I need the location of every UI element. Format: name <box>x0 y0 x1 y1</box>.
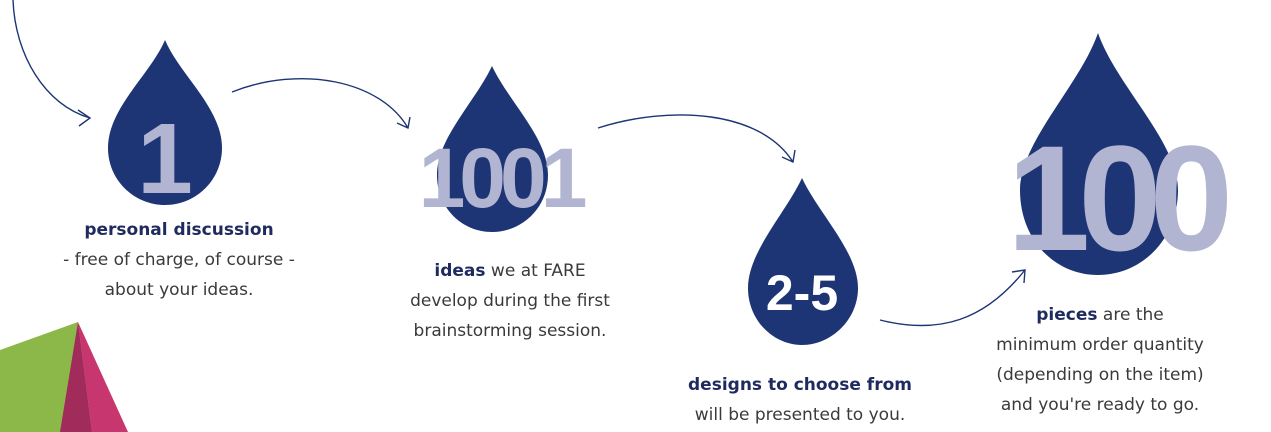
step-4-line-3: and you're ready to go. <box>1000 395 1200 415</box>
step-4-title-suffix: are the <box>1097 305 1164 325</box>
step-2-caption: ideas we at FARE develop during the firs… <box>380 256 640 346</box>
step-2-line-1: develop during the first <box>410 291 610 311</box>
step-1-line-1: - free of charge, of course - <box>63 250 295 270</box>
arrow-intro <box>12 0 91 119</box>
step-2-title-suffix: we at FARE <box>485 261 586 281</box>
step-4-title: pieces <box>1036 305 1098 325</box>
step-3-title: designs to choose from <box>688 375 912 395</box>
step-1-title: personal discussion <box>84 220 274 240</box>
step-2-line-2: brainstorming session. <box>413 321 607 341</box>
step-4-line-1: minimum order quantity <box>996 335 1204 355</box>
arrow-1001-to-2-5 <box>597 114 794 163</box>
drop-2 <box>437 66 548 232</box>
step-3-caption: designs to choose from will be presented… <box>675 370 925 430</box>
drop-3 <box>748 178 858 345</box>
arrow-1-to-1001 <box>231 77 409 129</box>
step-1-caption: personal discussion - free of charge, of… <box>54 215 304 305</box>
corner-dark-pink-shape <box>60 322 92 432</box>
drop-4-number: 100 <box>1007 114 1228 282</box>
drop-1 <box>108 40 222 205</box>
step-4-line-2: (depending on the item) <box>996 365 1204 385</box>
drop-4 <box>1020 33 1178 275</box>
drop-3-number: 2-5 <box>766 265 838 321</box>
arrow-2-5-to-100 <box>879 269 1026 327</box>
step-2-title: ideas <box>434 261 486 281</box>
step-1-line-2: about your ideas. <box>104 280 254 300</box>
drop-2-number: 1001 <box>419 131 586 225</box>
drop-1-number: 1 <box>137 103 193 215</box>
step-3-line-1: will be presented to you. <box>694 405 906 425</box>
step-4-caption: pieces are the minimum order quantity (d… <box>975 300 1225 420</box>
corner-pink-shape <box>78 322 128 432</box>
